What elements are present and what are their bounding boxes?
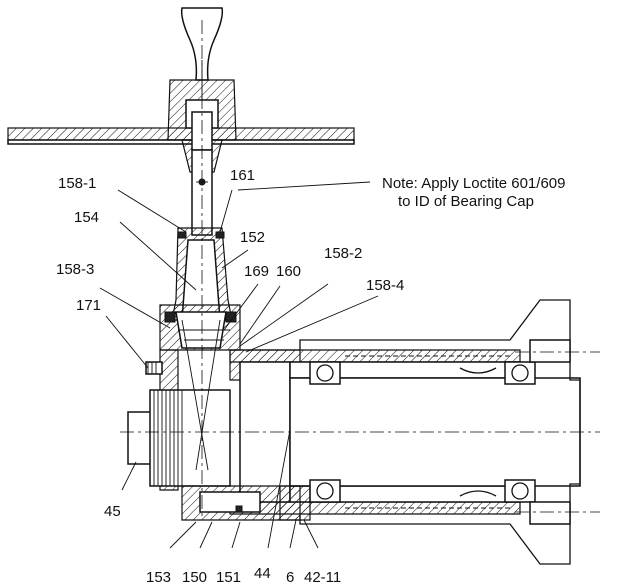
callout-169: 169 xyxy=(244,263,269,280)
callout-44: 44 xyxy=(254,565,271,582)
note-line-2: to ID of Bearing Cap xyxy=(398,193,534,210)
callout-158-3: 158-3 xyxy=(56,261,94,278)
bearing-front-top xyxy=(309,361,341,385)
leader-lines xyxy=(99,181,379,549)
callout-158-4: 158-4 xyxy=(366,277,404,294)
callout-171: 171 xyxy=(76,297,101,314)
callout-154: 154 xyxy=(74,209,99,226)
callout-45: 45 xyxy=(104,503,121,520)
callout-158-2: 158-2 xyxy=(324,245,362,262)
callout-6: 6 xyxy=(286,569,294,586)
bearing-rear-bottom xyxy=(459,479,536,503)
callout-160: 160 xyxy=(276,263,301,280)
callout-161: 161 xyxy=(230,167,255,184)
callout-152: 152 xyxy=(240,229,265,246)
callout-158-1: 158-1 xyxy=(58,175,96,192)
callout-153: 153 xyxy=(146,569,171,586)
loctite-note: Note: Apply Loctite 601/609 to ID of Bea… xyxy=(382,175,565,210)
bearing-front-bottom xyxy=(309,479,341,503)
lower-gear-parts xyxy=(181,485,311,521)
note-line-1: Note: Apply Loctite 601/609 xyxy=(382,175,565,192)
center-lines xyxy=(120,20,600,520)
callout-150: 150 xyxy=(182,569,207,586)
bearing-rear-top xyxy=(459,361,536,385)
callout-42-11: 42-11 xyxy=(304,569,341,586)
callout-151: 151 xyxy=(216,569,241,586)
callouts: 158-1 161 154 152 158-3 169 160 158-2 15… xyxy=(56,167,404,586)
threaded-nose xyxy=(127,389,231,487)
bevel-gear-set xyxy=(178,319,230,471)
grease-fitting xyxy=(145,361,163,375)
t-bar-handle xyxy=(7,79,355,173)
